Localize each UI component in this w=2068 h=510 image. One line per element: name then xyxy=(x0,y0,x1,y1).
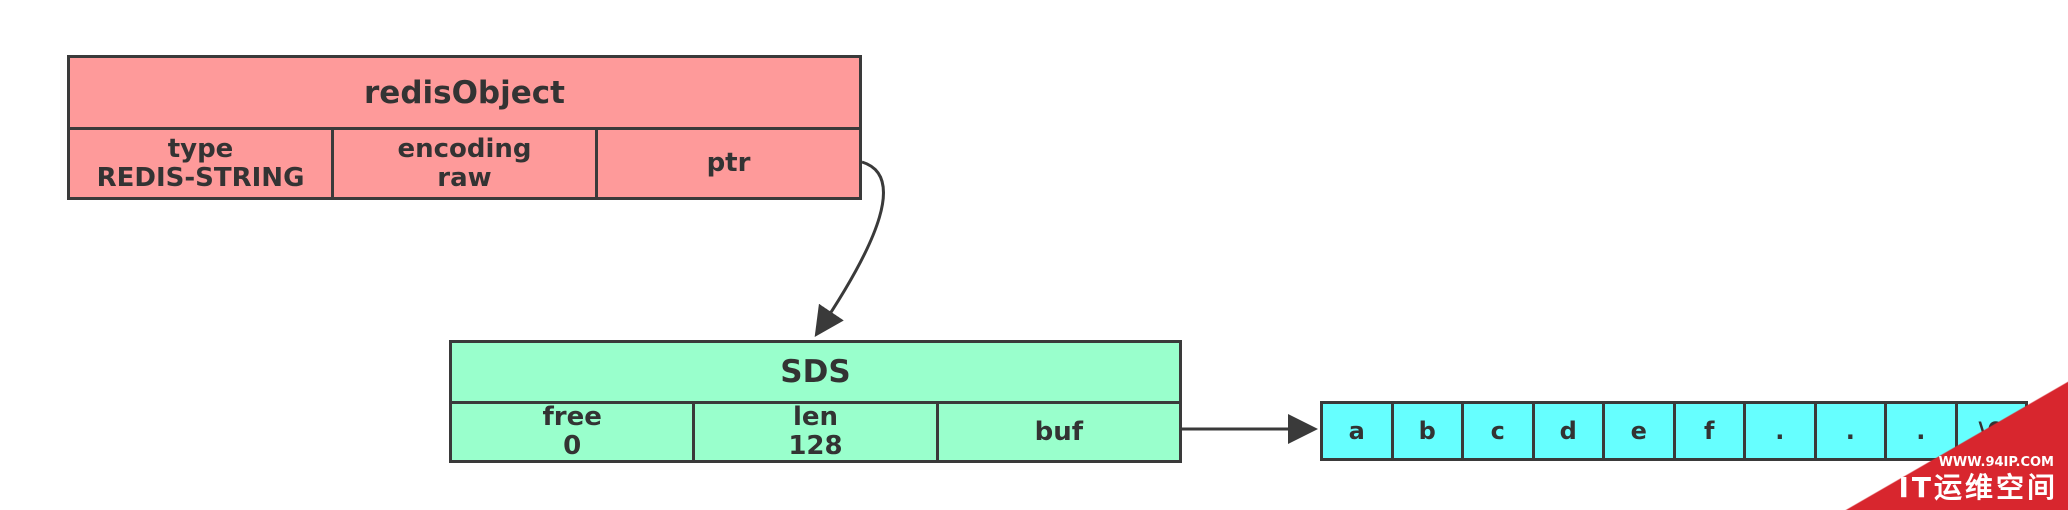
buffer-cell: c xyxy=(1464,404,1535,458)
ptr-field: ptr xyxy=(598,130,859,197)
encoding-value: raw xyxy=(437,162,492,193)
free-label: free xyxy=(542,402,602,432)
free-value: 0 xyxy=(563,431,582,461)
len-field: len 128 xyxy=(695,402,939,461)
buffer-cell: b xyxy=(1394,404,1464,458)
len-label: len xyxy=(792,402,839,432)
ptr-to-sds-arrow xyxy=(814,160,885,337)
redis-object-fields: type REDIS-STRING encoding raw ptr xyxy=(70,130,859,197)
ptr-label: ptr xyxy=(706,148,751,178)
buffer-cell: a xyxy=(1323,404,1394,458)
redis-object-box: redisObject type REDIS-STRING encoding r… xyxy=(67,55,862,200)
watermark-brand: IT运维空间 xyxy=(1898,471,2058,504)
encoding-field: encoding raw xyxy=(334,130,598,197)
type-value: REDIS-STRING xyxy=(96,162,305,193)
buffer-cell: d xyxy=(1535,404,1605,458)
type-label: type xyxy=(167,133,234,164)
redis-object-title: redisObject xyxy=(70,58,859,130)
buffer-cell: . xyxy=(1746,404,1817,458)
len-value: 128 xyxy=(788,431,843,461)
buf-label: buf xyxy=(1034,416,1084,447)
buffer-cell: f xyxy=(1676,404,1746,458)
free-field: free 0 xyxy=(452,402,696,461)
type-field: type REDIS-STRING xyxy=(70,130,334,197)
sds-fields: free 0 len 128 buf xyxy=(452,402,1179,461)
encoding-label: encoding xyxy=(397,133,532,164)
sds-box: SDS free 0 len 128 buf xyxy=(449,340,1182,463)
watermark-logo: WWW.94IP.COM IT运维空间 xyxy=(1828,380,2068,510)
buffer-cell: e xyxy=(1605,404,1676,458)
sds-title: SDS xyxy=(452,343,1179,404)
watermark-url: WWW.94IP.COM xyxy=(1938,455,2054,470)
buf-field: buf xyxy=(939,404,1179,460)
